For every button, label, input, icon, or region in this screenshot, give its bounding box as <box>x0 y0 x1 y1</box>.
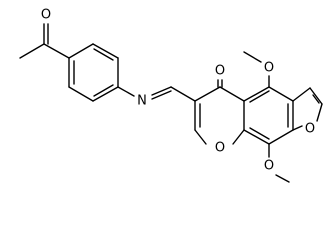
bond <box>309 87 323 105</box>
bond <box>93 84 114 97</box>
methoxy-oxygen-bottom-label: O <box>264 159 274 174</box>
structure-drawing: O N O O O O O <box>19 8 323 183</box>
bond <box>92 43 119 59</box>
bond <box>68 86 94 102</box>
furan-oxygen-label: O <box>305 122 315 137</box>
molecule-diagram: O N O O O O O <box>19 8 323 183</box>
bond <box>151 86 172 96</box>
ketone-oxygen-label: O <box>215 64 225 79</box>
methoxy-oxygen-top-label: O <box>264 61 274 76</box>
imine-nitrogen-label: N <box>137 94 147 109</box>
bond <box>194 86 221 102</box>
bond <box>68 43 94 59</box>
bond <box>316 103 323 122</box>
bonds <box>19 23 323 183</box>
bond <box>194 129 207 145</box>
bond <box>268 86 294 102</box>
bond <box>292 87 311 102</box>
bond <box>312 94 320 104</box>
bond <box>292 125 303 131</box>
bond <box>268 129 294 145</box>
bond <box>249 127 270 140</box>
bond <box>117 86 135 97</box>
bond <box>219 86 245 102</box>
bond <box>232 129 245 145</box>
bond <box>243 129 270 145</box>
pyran-oxygen-label: O <box>215 141 225 156</box>
bond <box>249 90 270 103</box>
bond <box>170 86 196 102</box>
bond <box>92 86 119 102</box>
bond <box>151 90 172 100</box>
bond <box>19 43 45 59</box>
acetyl-oxygen-label: O <box>41 8 51 23</box>
bond <box>243 51 262 63</box>
bond <box>243 86 270 102</box>
bond <box>43 43 70 59</box>
bond <box>275 174 290 183</box>
bond <box>93 48 114 61</box>
atom-labels: O N O O O O O <box>41 8 315 174</box>
